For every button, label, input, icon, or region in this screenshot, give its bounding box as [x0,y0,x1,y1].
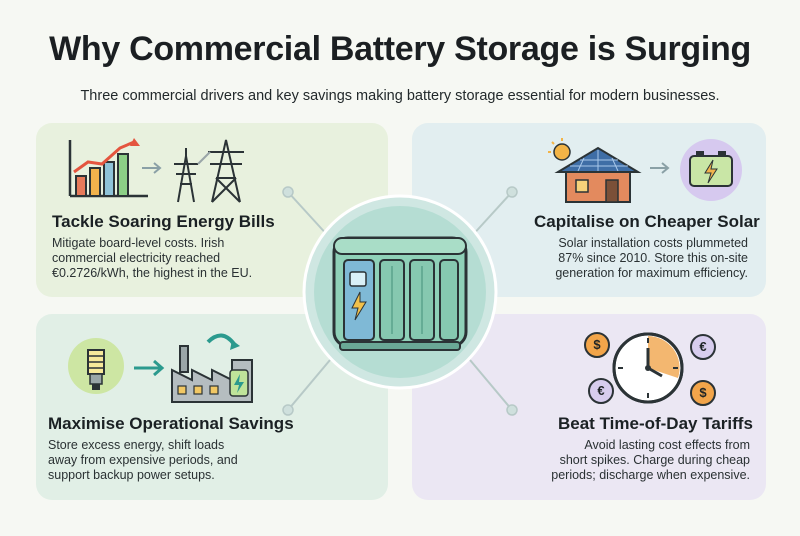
euro-coin-icon: € [690,334,716,360]
time-of-day-line-3: periods; discharge when expensive. [551,468,750,482]
time-of-day-line-2: short spikes. Charge during cheap [559,453,750,467]
energy-bills-line-2: commercial electricity reached [52,251,221,265]
energy-bills-text: Mitigate board-level costs. Irish commer… [52,236,372,281]
operational-savings-line-1: Store excess energy, shift loads [48,438,225,452]
page-subtitle: Three commercial drivers and key savings… [80,88,720,104]
arrow-right-icon [142,162,162,174]
arrow-right-icon [134,359,165,377]
cheaper-solar-line-2: 87% since 2010. Store this on-site [558,251,748,265]
energy-bills-heading: Tackle Soaring Energy Bills [52,212,275,231]
lightbulb-icon [68,338,124,394]
time-of-day-text: Avoid lasting cost effects from short sp… [430,438,750,483]
bar-chart-icon [68,138,148,198]
battery-storage-unit-icon [300,192,500,392]
solar-house-icon [548,138,642,203]
clock-icon [612,332,684,404]
dollar-coin-icon: $ [690,380,716,406]
operational-savings-heading: Maximise Operational Savings [48,414,294,433]
dollar-coin-icon: $ [584,332,610,358]
factory-icon [171,333,253,403]
time-of-day-heading: Beat Time-of-Day Tariffs [558,414,753,433]
euro-coin-icon: € [588,378,614,404]
cheaper-solar-line-3: generation for maximum efficiency. [555,266,748,280]
cheaper-solar-text: Solar installation costs plummeted 87% s… [430,236,748,281]
cheaper-solar-line-1: Solar installation costs plummeted [558,236,748,250]
time-of-day-line-1: Avoid lasting cost effects from [584,438,750,452]
energy-bills-line-1: Mitigate board-level costs. Irish [52,236,225,250]
arrow-right-icon [650,162,670,174]
battery-icon [680,139,742,201]
cheaper-solar-heading: Capitalise on Cheaper Solar [534,212,760,231]
page-title: Why Commercial Battery Storage is Surgin… [49,30,751,68]
operational-savings-line-3: support backup power setups. [48,468,215,482]
power-pylon-icon [174,139,244,203]
operational-savings-line-2: away from expensive periods, and [48,453,238,467]
operational-savings-text: Store excess energy, shift loads away fr… [48,438,368,483]
energy-bills-line-3: €0.2726/kWh, the highest in the EU. [52,266,253,280]
